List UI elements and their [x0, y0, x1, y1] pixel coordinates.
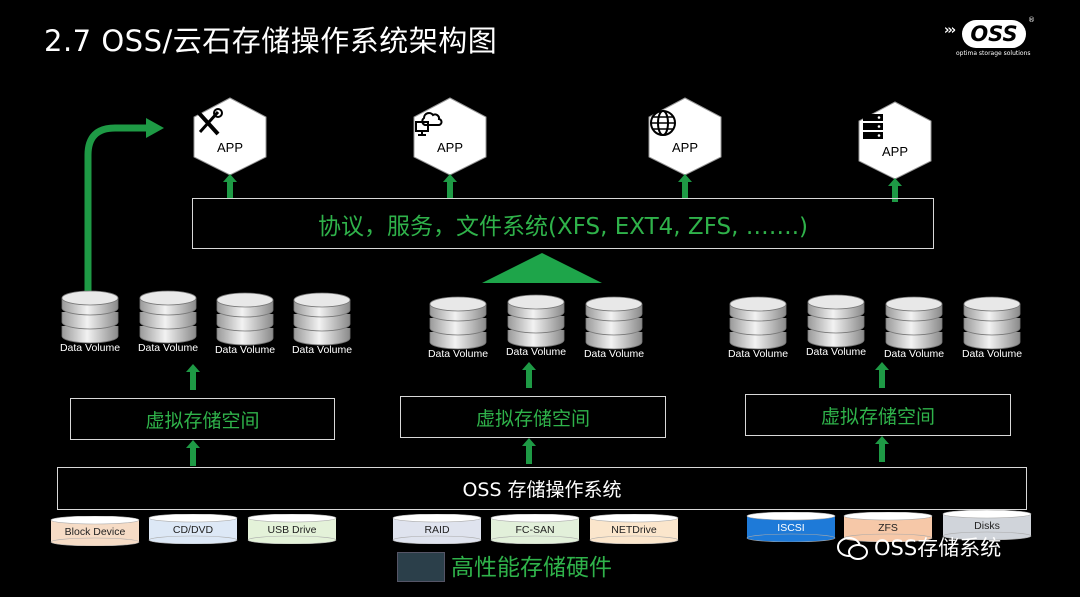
storage-device: Block Device [50, 516, 140, 546]
storage-device: ZFS [843, 512, 933, 542]
app-up-arrow [888, 178, 902, 206]
app-hexagon[interactable]: APP [645, 96, 725, 176]
storage-cylinder-icon [962, 296, 1022, 352]
oss-os-bar: OSS 存储操作系统 [57, 467, 1027, 510]
data-volume-label: Data Volume [961, 348, 1023, 360]
virtual-storage-space: 虚拟存储空间 [400, 396, 666, 438]
device-label: FC-SAN [515, 524, 555, 536]
storage-cylinder-icon [506, 294, 566, 350]
curved-up-arrow [84, 118, 164, 298]
wechat-icon [837, 537, 868, 560]
data-volume-label: Data Volume [59, 342, 121, 354]
up-arrow [186, 364, 200, 394]
app-hexagon[interactable]: APP [410, 96, 490, 176]
app-label: APP [881, 144, 908, 159]
up-arrow [522, 438, 536, 468]
device-label: USB Drive [267, 524, 317, 536]
storage-cylinder-icon [584, 296, 644, 352]
device-label: CD/DVD [172, 524, 214, 536]
app-hexagon[interactable]: APP [855, 100, 935, 180]
app-up-arrow [678, 174, 692, 202]
storage-cylinder-icon [884, 296, 944, 352]
storage-device: CD/DVD [148, 514, 238, 544]
storage-device: USB Drive [247, 514, 337, 544]
storage-cylinder-icon [428, 296, 488, 352]
storage-cylinder-icon [138, 290, 198, 346]
app-hexagon[interactable]: APP [190, 96, 270, 176]
page-title: 2.7 OSS/云石存储操作系统架构图 [44, 24, 498, 58]
storage-cylinder-icon [806, 294, 866, 350]
storage-device: RAID [392, 514, 482, 544]
app-label: APP [436, 140, 463, 155]
up-arrow [875, 362, 889, 392]
storage-cylinder-icon [728, 296, 788, 352]
virtual-storage-space: 虚拟存储空间 [745, 394, 1011, 436]
chip-icon [397, 552, 445, 582]
up-arrow [875, 436, 889, 466]
device-label: ZFS [878, 522, 898, 534]
app-label: APP [216, 140, 243, 155]
data-volume-label: Data Volume [583, 348, 645, 360]
storage-device: ISCSI [746, 512, 836, 542]
protocol-bar: 协议，服务，文件系统(XFS, EXT4, ZFS, …….) [192, 198, 934, 249]
data-volume-label: Data Volume [805, 346, 867, 358]
oss-logo: ››› OSS ® optima storage solutions [944, 16, 1035, 57]
data-volume-label: Data Volume [427, 348, 489, 360]
app-up-arrow [443, 174, 457, 202]
device-label: Disks [974, 520, 1000, 532]
app-label: APP [671, 140, 698, 155]
up-arrow [522, 362, 536, 392]
storage-device: Disks [942, 510, 1032, 540]
app-up-arrow [223, 174, 237, 202]
storage-device: FC-SAN [490, 514, 580, 544]
storage-cylinder-icon [60, 290, 120, 346]
device-label: NETDrive [611, 524, 657, 536]
storage-device: NETDrive [589, 514, 679, 544]
device-label: ISCSI [777, 522, 805, 534]
data-volume-label: Data Volume [727, 348, 789, 360]
watermark: OSS存储系统 [836, 532, 1001, 562]
data-volume-label: Data Volume [137, 342, 199, 354]
up-arrow [186, 440, 200, 470]
storage-cylinder-icon [292, 292, 352, 348]
device-label: RAID [424, 524, 450, 536]
storage-cylinder-icon [215, 292, 275, 348]
triangle-arrow [482, 253, 602, 283]
data-volume-label: Data Volume [505, 346, 567, 358]
device-label: Block Device [64, 526, 126, 538]
hardware-label: 高性能存储硬件 [451, 555, 612, 581]
virtual-storage-space: 虚拟存储空间 [70, 398, 335, 440]
data-volume-label: Data Volume [214, 344, 276, 356]
data-volume-label: Data Volume [291, 344, 353, 356]
data-volume-label: Data Volume [883, 348, 945, 360]
watermark-text: OSS存储系统 [874, 536, 1002, 560]
